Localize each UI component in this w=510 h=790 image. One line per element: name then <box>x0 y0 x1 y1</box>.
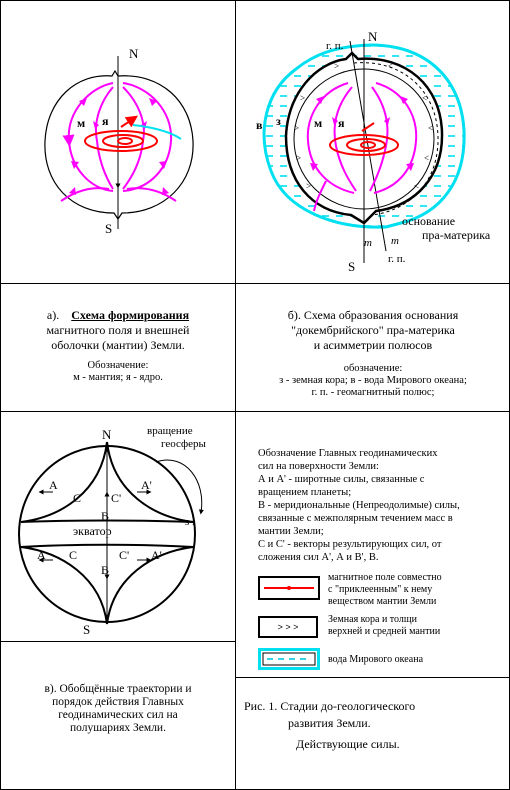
water-label: в <box>256 118 263 132</box>
north-label: N <box>129 46 139 61</box>
force-a-prime-south: A' <box>151 548 162 562</box>
frame-top <box>0 0 510 1</box>
basis-label-2: пра-материка <box>422 228 491 242</box>
panel-c-caption: в). Обобщённые траектории и порядок дейс… <box>44 683 192 734</box>
panel-a-caption: а). Схема формирования магнитного поля и… <box>46 308 190 352</box>
force-a-north: A <box>49 478 58 492</box>
rotation-label-2: геосферы <box>161 438 207 450</box>
svg-text:<: < <box>388 61 393 71</box>
force-c-north: C <box>73 491 81 505</box>
legend-swatch-water <box>258 648 320 670</box>
svg-text:<: < <box>428 123 433 133</box>
north-label: N <box>368 29 378 44</box>
legend-swatch-crust: > > > <box>258 616 318 638</box>
frame-left <box>0 0 1 790</box>
divider-row-3 <box>0 641 235 642</box>
panel-a-diagram: N S м я <box>44 46 194 236</box>
panel-a-legend: Обозначение: м - мантия; я - ядро. <box>73 360 163 383</box>
basis-label-1: основание <box>402 214 455 228</box>
svg-text:>: > <box>334 61 339 71</box>
core-center <box>117 137 133 145</box>
gp-top-label: г. п. <box>326 40 344 52</box>
equator-label: экватор <box>73 524 112 538</box>
panel-b-diagram: > > > > < < < < > < N г. п. в з м я m m основан… <box>256 29 491 274</box>
core-label: я <box>102 114 109 128</box>
core-label: я <box>338 116 345 130</box>
north-label: N <box>102 427 112 442</box>
force-b-north: B <box>101 509 109 523</box>
divider-row-2 <box>0 411 510 412</box>
globe-outline <box>44 69 194 221</box>
legend-water-text: вода Мирового океана <box>328 654 424 665</box>
panel-b-caption: б). Схема образования основания "докембр… <box>287 308 459 352</box>
force-a-south: A <box>37 548 46 562</box>
divider-row-3-right <box>235 677 510 678</box>
legend-field-text: магнитное поле совместно с "приклеенным"… <box>328 572 442 607</box>
m-label-1: m <box>364 237 372 249</box>
force-c-south: C <box>69 548 77 562</box>
legend-swatch-field <box>258 576 320 600</box>
svg-text:>: > <box>296 153 301 163</box>
panel-b-legend: обозначение: з - земная кора; в - вода М… <box>279 363 467 398</box>
svg-text:<: < <box>414 181 419 191</box>
field-loop-left <box>62 82 114 192</box>
figure-caption: Рис. 1. Стадии до-геологического развити… <box>244 699 416 751</box>
m-label-2: m <box>391 235 399 247</box>
force-b-south: B <box>101 563 109 577</box>
core-inner <box>102 134 144 148</box>
core-outer <box>84 130 158 152</box>
svg-text:>: > <box>300 93 305 103</box>
rotation-label-1: вращение <box>147 425 193 437</box>
svg-text:>: > <box>306 181 311 191</box>
field-loop-right <box>122 82 173 192</box>
cusp-north <box>20 441 194 523</box>
crust-glyphs: > > > <box>277 622 299 632</box>
divider-vertical <box>235 0 236 790</box>
gp-bottom-label: г. п. <box>388 253 406 265</box>
mantle-label: м <box>77 116 85 130</box>
equator-line <box>20 519 194 548</box>
field-bottom-right <box>126 187 177 202</box>
field-loop-inner-left <box>95 86 114 190</box>
svg-text:<: < <box>422 93 427 103</box>
force-c-prime-south: C' <box>119 548 129 562</box>
legend-d: Обозначение Главных геодинамических сил … <box>258 448 460 563</box>
field-bottom-left <box>60 187 110 202</box>
crust-label: з <box>276 114 281 128</box>
force-a-prime-north: A' <box>141 478 152 492</box>
cusp-south <box>20 546 194 625</box>
si-label: s i <box>185 516 195 528</box>
south-label: S <box>105 221 112 236</box>
divider-row-1 <box>0 283 510 284</box>
panel-c-diagram: N S вращение геосферы A A' C C' B эквато… <box>18 425 207 637</box>
mantle-label: м <box>314 116 322 130</box>
svg-text:<: < <box>424 153 429 163</box>
geomagnetic-axis <box>349 40 387 252</box>
svg-text:>: > <box>294 123 299 133</box>
south-label: S <box>348 259 355 274</box>
south-label: S <box>83 622 90 637</box>
force-c-prime-north: C' <box>111 491 121 505</box>
legend-crust-text: Земная кора и толщи верхней и средней ма… <box>328 614 441 637</box>
